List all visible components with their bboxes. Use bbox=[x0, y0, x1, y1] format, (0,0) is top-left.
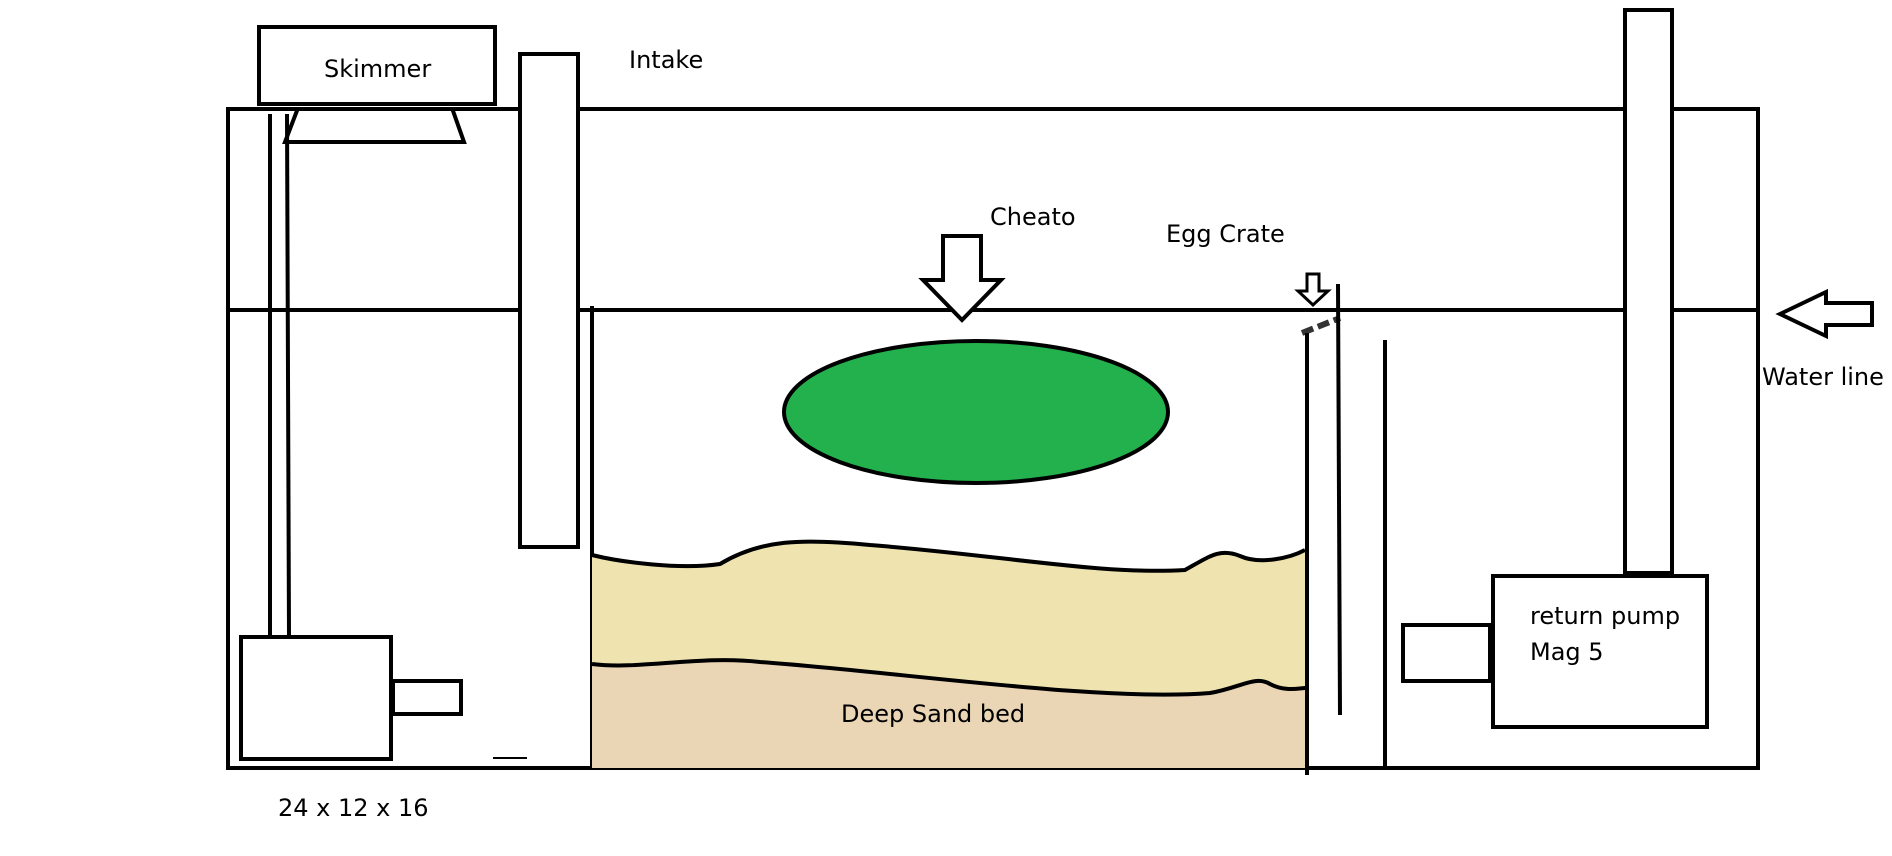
cheato-arrow-icon bbox=[918, 234, 1006, 323]
sand-lower-layer bbox=[592, 660, 1305, 768]
sand-upper-layer bbox=[592, 541, 1305, 695]
skimmer-pipe-right bbox=[285, 113, 291, 638]
return-pump bbox=[1491, 574, 1709, 729]
water-line-label: Water line bbox=[1762, 363, 1884, 391]
return-pump-model-label: Mag 5 bbox=[1530, 638, 1604, 666]
bubble-trap-baffle-1 bbox=[1336, 283, 1342, 716]
intake-pipe bbox=[518, 52, 580, 549]
return-pump-label: return pump bbox=[1530, 602, 1680, 630]
skimmer-pump bbox=[239, 635, 393, 761]
chaeto-ball bbox=[782, 339, 1170, 485]
skimmer-label: Skimmer bbox=[324, 55, 431, 83]
skimmer-box bbox=[257, 25, 497, 106]
return-pipe bbox=[1623, 8, 1674, 575]
deep-sand-bed-label: Deep Sand bed bbox=[841, 700, 1025, 728]
intake-label: Intake bbox=[629, 46, 703, 74]
skimmer-pump-outlet bbox=[391, 679, 463, 716]
sand-top-outline bbox=[591, 539, 1306, 573]
skimmer-cup bbox=[282, 107, 467, 144]
dimensions-label: 24 x 12 x 16 bbox=[278, 794, 429, 822]
return-pump-inlet bbox=[1401, 623, 1492, 683]
egg-crate-arrow-icon bbox=[1294, 272, 1332, 308]
egg-crate-label: Egg Crate bbox=[1166, 220, 1285, 248]
sand-layer-outline bbox=[591, 658, 1306, 697]
water-line-arrow-icon bbox=[1775, 288, 1874, 340]
cheato-label: Cheato bbox=[990, 203, 1076, 231]
egg-crate bbox=[1300, 315, 1342, 336]
